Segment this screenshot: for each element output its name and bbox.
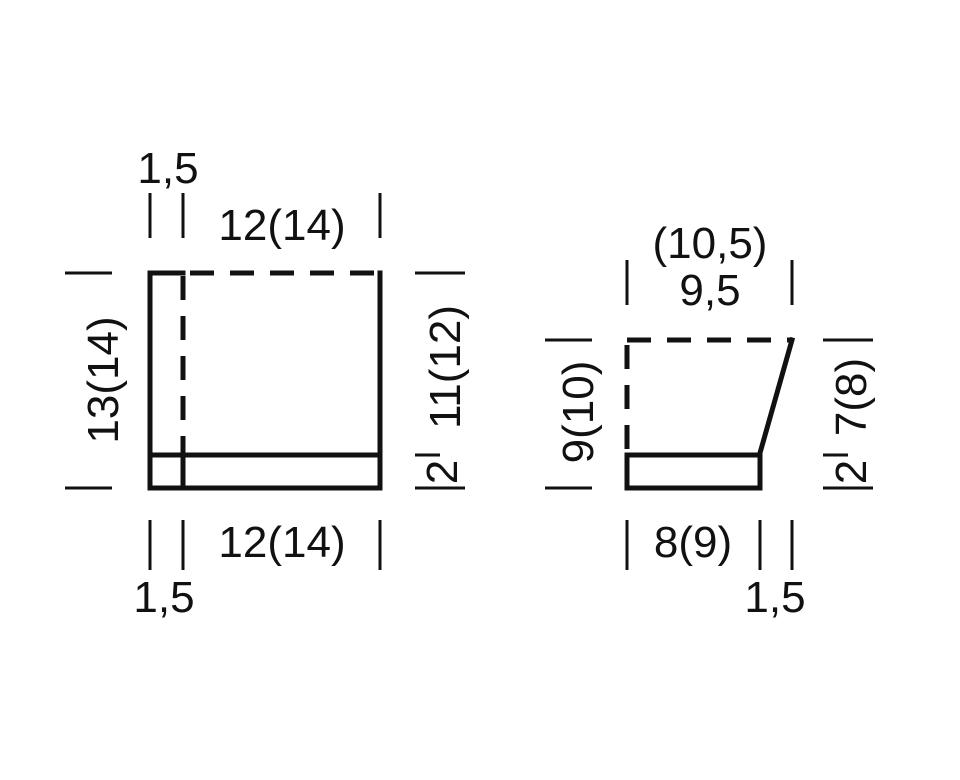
right-top-width-label: 9,5	[679, 266, 740, 315]
left-top-width-label: 12(14)	[218, 201, 345, 250]
left-bottom-width-label: 12(14)	[218, 518, 345, 567]
left-bottom-margin-label: 1,5	[133, 573, 194, 622]
right-top-width-alt-label: (10,5)	[653, 219, 768, 268]
right-rib-label: 2	[827, 460, 876, 484]
left-right-height-label: 11(12)	[421, 305, 470, 429]
right-piece-outline	[624, 336, 796, 491]
right-piece: (10,5) 9,5 9(10) 2 7(8) 8(9) 1,5	[545, 219, 876, 622]
left-piece: 1,5 12(14) 13(14) 2 11(12) 12(14) 1,5	[65, 144, 470, 622]
left-top-margin-label: 1,5	[137, 144, 198, 193]
right-bottom-width-label: 8(9)	[654, 518, 732, 567]
left-rib-label: 2	[418, 460, 467, 484]
left-piece-outline	[147, 270, 383, 491]
right-bottom-margin-label: 1,5	[744, 573, 805, 622]
right-right-height-label: 7(8)	[827, 358, 876, 436]
right-left-height-label: 9(10)	[554, 361, 603, 464]
left-height-label: 13(14)	[79, 316, 128, 443]
